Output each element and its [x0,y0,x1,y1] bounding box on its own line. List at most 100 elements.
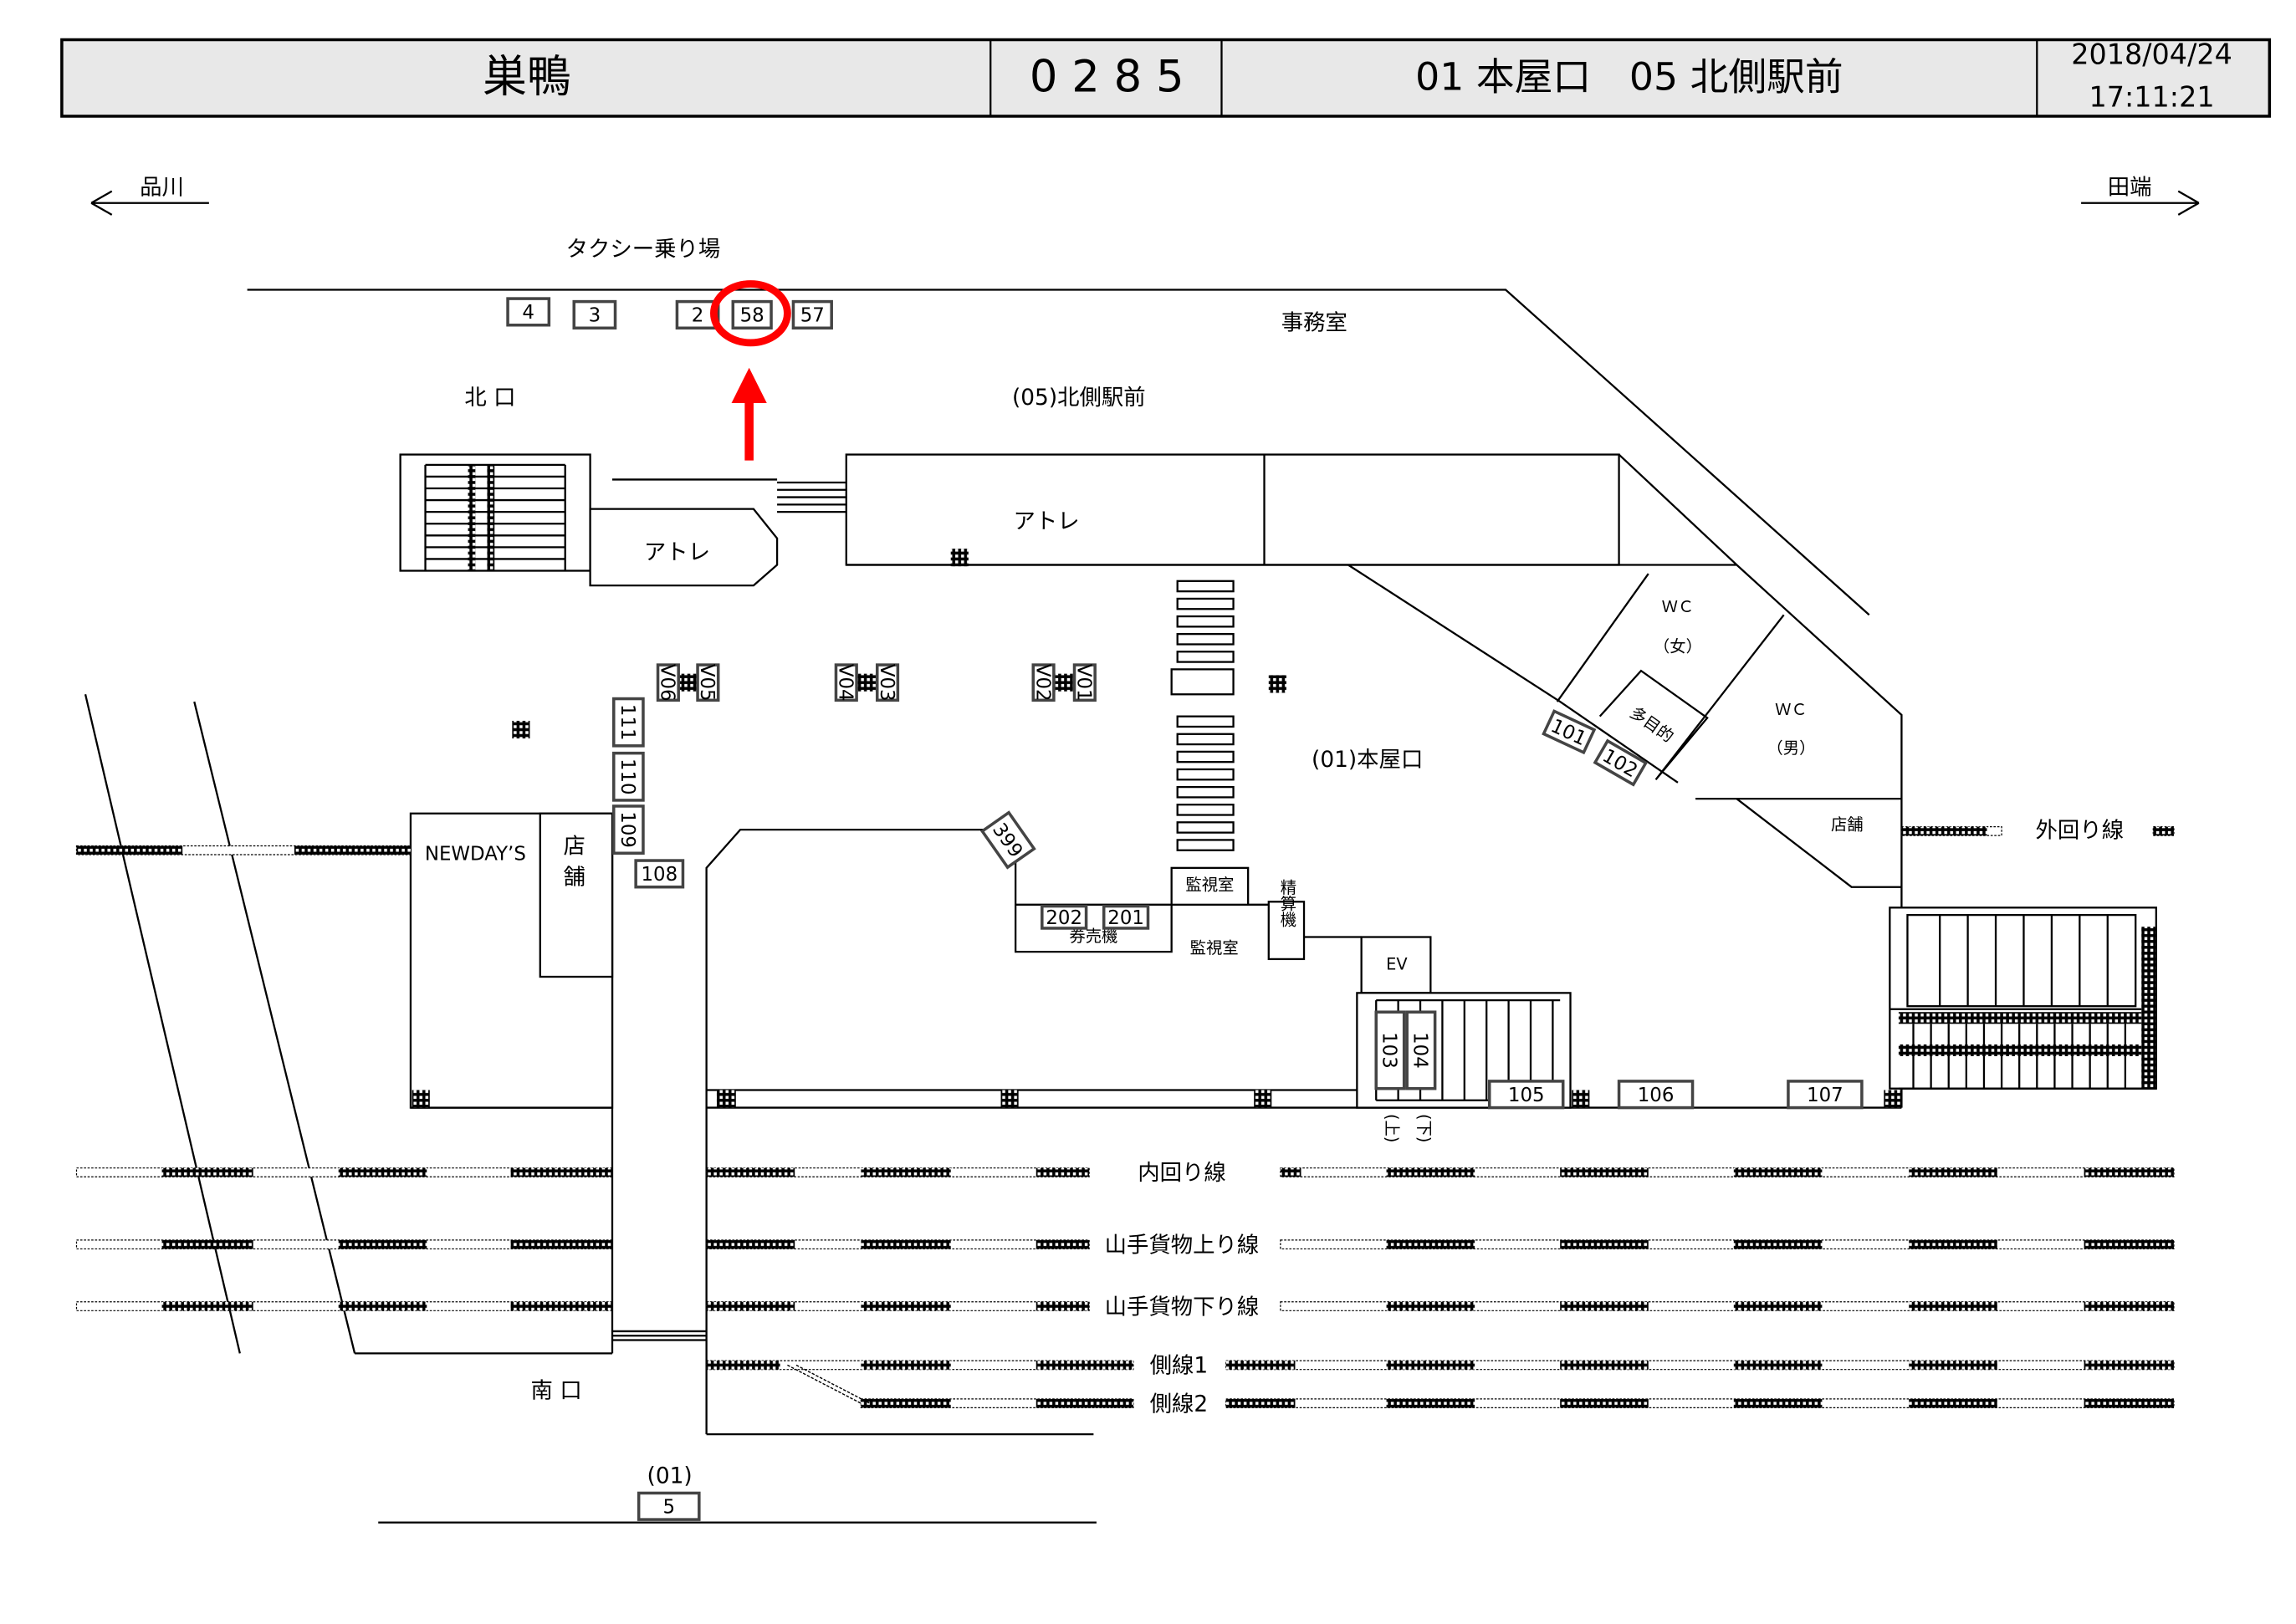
track-sleeper [1909,1239,1997,1249]
track-sleeper [76,845,183,855]
arrow-right-icon [2081,190,2200,216]
track-sleeper [1560,1239,1649,1249]
multipurpose-toilet-label: 多目的 [1626,702,1677,746]
office-label: 事務室 [1281,310,1347,335]
board-number: 57 [800,305,825,327]
track [75,1167,613,1177]
board-frame [1593,738,1649,787]
ticket-machine-label: 券売機 [1069,927,1117,946]
track-sleeper [338,1301,427,1311]
board-103: 103 [1374,1010,1406,1090]
track-sleeper [1901,826,1987,836]
track-sleeper [2084,1167,2174,1177]
board-frame [572,299,617,330]
track-sleeper [1560,1167,1649,1177]
board-104: 104 [1405,1010,1437,1090]
track-sleeper [861,1301,951,1311]
board-number: 5 [662,1497,675,1519]
inner-loop-label: 内回り線 [1138,1161,1226,1186]
direction-left-label: 品川 [140,176,184,201]
siding1-label: 側線1 [1150,1354,1209,1379]
exit-names: 01 本屋口 05 北側駅前 [1415,54,1843,99]
board-5: 5 [637,1491,701,1521]
board-number: 109 [616,811,638,848]
direction-left: 品川 [90,176,209,216]
board-106: 106 [1617,1080,1695,1110]
track-sleeper [2084,1301,2174,1311]
north-exit-label: 北 口 [464,386,515,411]
board-frame [1374,1010,1406,1090]
board-109: 109 [612,804,645,855]
track-sleeper [861,1167,951,1177]
track-sleeper [510,1301,612,1311]
highlight [710,280,791,461]
arrow-left-icon [90,190,209,216]
board-110: 110 [612,751,645,802]
board-111: 111 [612,697,645,748]
track-sleeper [861,1398,951,1408]
board-number: V04 [835,664,857,702]
board-frame [731,299,773,330]
track [75,845,412,855]
track-sleeper [1733,1239,1823,1249]
board-frame [612,697,645,748]
board-frame [1787,1080,1864,1110]
wc-female-label: ＷＣ [1662,597,1695,616]
board-202: 202 [1041,904,1088,930]
board-frame [637,1491,701,1521]
board-number: 106 [1638,1085,1675,1106]
track-sleeper [338,1167,427,1177]
track [1225,1360,2175,1371]
monitor-room-label: 監視室 [1190,938,1239,958]
board-105: 105 [1487,1080,1565,1110]
board-107: 107 [1787,1080,1864,1110]
board-number: 103 [1378,1032,1400,1069]
board-101: 101 [1542,709,1597,755]
track [705,1167,1090,1177]
pillars [412,549,2156,1108]
board-number: 4 [522,302,534,324]
taxi-stand-label: タクシー乗り場 [566,237,721,263]
time: 17:11:21 [2089,80,2215,113]
fare-adjust-label: 精算機 [1277,879,1296,927]
board-3: 3 [572,299,617,330]
board-frame [1487,1080,1565,1110]
header-bar: 巣鴨 0 2 8 5 01 本屋口 05 北側駅前 2018/04/24 17:… [60,38,2272,118]
atre-small-label: アトレ [644,540,710,565]
track [860,1398,1134,1409]
target-circle [710,280,791,347]
elevator-label: EV [1386,954,1408,973]
board-number: V01 [1073,664,1095,702]
track-sleeper [1036,1301,1090,1311]
board-number: V05 [696,664,718,702]
track-sleeper [2084,1361,2174,1370]
board-number: 107 [1807,1085,1843,1106]
atre-large-label: アトレ [1014,509,1080,534]
board-v03: V03 [875,663,900,702]
board-frame [834,663,858,702]
track-sleeper [2153,826,2174,836]
track-sleeper [338,1239,427,1249]
board-frame [791,299,833,330]
track [1225,1398,2175,1409]
board-frame [1405,1010,1437,1090]
board-number: 201 [1107,907,1144,929]
wc-male-label: ＷＣ [1775,700,1808,719]
board-frame [506,297,551,327]
tracks [75,825,2175,1409]
track-sleeper [294,845,411,855]
board-frame [875,663,900,702]
stairs [424,463,2156,1341]
board-number: 108 [641,864,678,886]
track-sleeper [1733,1361,1823,1370]
track-sleeper [706,1361,780,1370]
track-sleeper [1560,1398,1649,1408]
track-sleeper [1036,1361,1133,1370]
track-sleeper [1036,1167,1090,1177]
board-4: 4 [506,297,551,327]
track-sleeper [1909,1167,1997,1177]
board-number: 111 [616,704,638,741]
board-number: 58 [740,305,764,327]
board-201: 201 [1102,904,1150,930]
board-number: 104 [1409,1032,1431,1069]
